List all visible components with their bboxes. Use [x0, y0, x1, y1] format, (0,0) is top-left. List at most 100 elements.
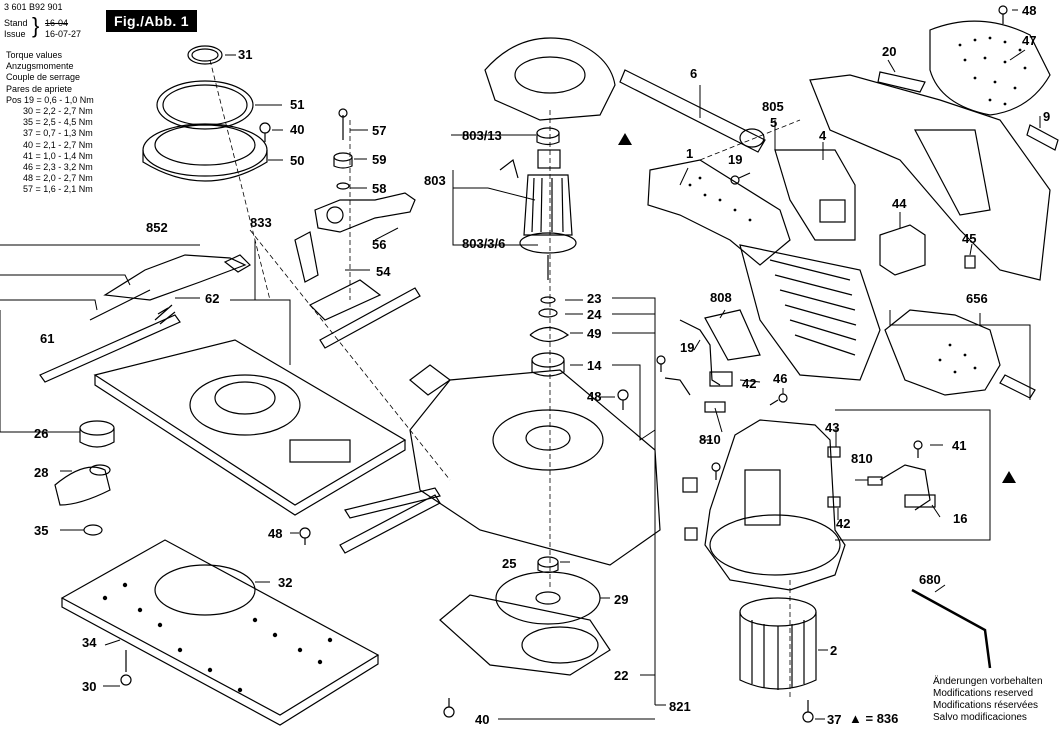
- part-label: 656: [966, 291, 988, 306]
- part-label: 28: [34, 465, 49, 480]
- carbon-42: [827, 496, 841, 508]
- clip-803: [499, 158, 519, 179]
- part-label: 9: [1043, 109, 1051, 124]
- triangle-marker-icon: [1002, 471, 1016, 483]
- bearing-24: [538, 308, 558, 318]
- screw-41: [913, 440, 923, 458]
- torque-row: 35 = 2,5 - 4,5 Nm: [23, 117, 93, 128]
- footer-line: Änderungen vorbehalten: [933, 676, 1043, 687]
- torque-row: 46 = 2,3 - 3,2 Nm: [23, 162, 93, 173]
- block-left-b: [684, 527, 698, 541]
- part-label: 40: [290, 122, 305, 137]
- torque-title-line: Torque values: [6, 50, 63, 60]
- part-45: [964, 255, 976, 269]
- part-label: 19: [680, 340, 695, 355]
- part-label: 35: [34, 523, 49, 538]
- part-label: 49: [587, 326, 602, 341]
- washer-58: [336, 182, 350, 190]
- torque-row: 40 = 2,1 - 2,7 Nm: [23, 139, 93, 150]
- screw-57: [338, 108, 348, 140]
- brush-holder-16: [879, 464, 936, 511]
- part-label: 26: [34, 426, 49, 441]
- screw-40: [259, 122, 271, 142]
- spring-62: [154, 304, 176, 325]
- part-label: 20: [882, 44, 897, 59]
- part-label: 34: [82, 635, 97, 650]
- part-label: 45: [962, 231, 977, 246]
- torque-row: 41 = 1,0 - 1,4 Nm: [23, 150, 93, 161]
- legend-text: = 836: [865, 711, 899, 726]
- torque-row: 48 = 2,0 - 2,7 Nm: [23, 173, 93, 184]
- bearing-803-13: [536, 127, 560, 146]
- triangle-markers: [618, 133, 1016, 483]
- screw-48c: [998, 5, 1008, 24]
- part-label: 680: [919, 572, 941, 587]
- part-label: 57: [372, 123, 387, 138]
- counterweight-28: [54, 464, 111, 506]
- fan-cover-top: [484, 37, 616, 121]
- part-label: 31: [238, 47, 253, 62]
- strip-9: [1026, 124, 1059, 151]
- torque-row: Pos 19 = 0,6 - 1,0 Nm: [6, 94, 94, 105]
- part-label: 803/13: [462, 128, 502, 143]
- screw-48d: [711, 462, 721, 480]
- screw-30: [120, 650, 132, 686]
- part-label: 59: [372, 152, 387, 167]
- part-label: 803: [424, 173, 446, 188]
- footer-notice: Änderungen vorbehalten Modifications res…: [933, 676, 1043, 724]
- part-label: 48: [268, 526, 283, 541]
- screw-19: [730, 172, 751, 185]
- part-label: 5: [770, 115, 778, 130]
- torque-row: 30 = 2,2 - 2,7 Nm: [23, 106, 93, 117]
- spacer-59: [333, 152, 353, 169]
- part-label: 6: [690, 66, 698, 81]
- screw-48: [299, 527, 311, 545]
- switch-4: [774, 149, 856, 241]
- part-label: 852: [146, 220, 168, 235]
- leader-lines: [0, 9, 1041, 720]
- torque-row: 57 = 1,6 - 2,1 Nm: [23, 184, 93, 195]
- triangle-marker-icon: ▲: [849, 711, 862, 726]
- footer-line: Salvo modificaciones: [933, 712, 1027, 723]
- washer-23: [540, 296, 556, 304]
- label-plate-808: [704, 309, 761, 361]
- footer-line: Modifications reserved: [933, 688, 1034, 699]
- block-left: [682, 477, 698, 493]
- part-label: 50: [290, 153, 305, 168]
- label-20: [877, 71, 926, 93]
- housing-shell-right: [809, 74, 1051, 281]
- handle-1: [647, 159, 881, 381]
- seal-ring-51: [156, 80, 254, 130]
- screw-46: [769, 393, 788, 406]
- part-label: 37: [827, 712, 842, 727]
- torque-table: Torque values Anzugsmomente Couple de se…: [6, 50, 94, 196]
- part-label: 30: [82, 679, 97, 694]
- sanding-plate-833: [93, 339, 407, 516]
- doc-number: 3 601 B92 901: [4, 2, 63, 12]
- part-label: 41: [952, 438, 967, 453]
- part-label: 23: [587, 291, 602, 306]
- part-label: 58: [372, 181, 387, 196]
- part-label: 42: [836, 516, 851, 531]
- assembly-axis-lines: [209, 59, 801, 700]
- o-ring-31: [187, 45, 223, 65]
- clamp-bar: [339, 487, 441, 554]
- clamp-lever-852: [89, 254, 251, 321]
- part-label: 48: [1022, 3, 1037, 18]
- part-label: 810: [851, 451, 873, 466]
- part-label: 56: [372, 237, 387, 252]
- part-label: 1: [686, 146, 694, 161]
- motor-housing: [704, 419, 846, 591]
- rod-61: [39, 314, 181, 383]
- carbon-43: [827, 446, 841, 458]
- spring-810: [867, 476, 883, 486]
- field-coil-2: [739, 597, 817, 690]
- part-label: 61: [40, 331, 55, 346]
- footer-line: Modifications réservées: [933, 700, 1039, 711]
- part-label: 14: [587, 358, 602, 373]
- legend: ▲ = 836: [849, 711, 898, 726]
- extraction-tube-6: [619, 69, 766, 153]
- part-label: 24: [587, 307, 602, 322]
- part-label: 25: [502, 556, 517, 571]
- part-label: 54: [376, 264, 391, 279]
